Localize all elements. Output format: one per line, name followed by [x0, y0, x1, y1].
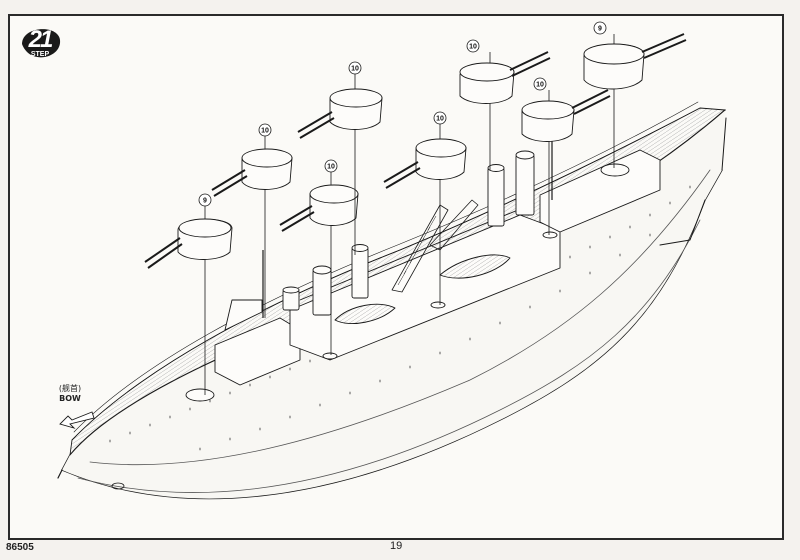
turret-callout-label: 10 — [261, 128, 269, 135]
kit-code: 86505 — [6, 542, 34, 553]
bow-arrow-icon — [59, 411, 95, 429]
turret-callout-label: 9 — [203, 198, 207, 205]
turret-callout-label: 10 — [469, 44, 477, 51]
step-badge-icon — [22, 29, 61, 58]
bow-label-en: BOW — [59, 394, 81, 403]
callout-group — [198, 21, 607, 207]
turret-callout-label: 10 — [351, 66, 359, 73]
turret-callout-label: 10 — [436, 116, 444, 123]
superstructure — [185, 140, 661, 402]
turret-icon — [583, 33, 687, 168]
turret-icon — [211, 132, 293, 318]
bow-label-cn: (舰首) — [58, 384, 82, 393]
bow-label: (舰首) BOW — [50, 384, 90, 404]
turret-icon — [279, 168, 359, 355]
step-word: STEP — [30, 51, 50, 58]
turret-callout-label: 10 — [536, 82, 544, 89]
turret-group — [144, 33, 687, 395]
turret-callout-label: 10 — [327, 164, 335, 171]
turret-icon — [459, 51, 551, 170]
turret-icon — [383, 120, 467, 305]
step-number: 21 — [28, 26, 54, 53]
turret-callout-label: 9 — [598, 26, 602, 33]
turret-icon — [521, 89, 611, 235]
page-number: 19 — [390, 540, 403, 552]
turret-icon — [144, 200, 233, 395]
step-badge: 21 STEP — [18, 22, 62, 66]
callout-labels: 9 10 10 10 10 10 10 9 — [203, 26, 602, 205]
turret-icon — [297, 70, 383, 255]
